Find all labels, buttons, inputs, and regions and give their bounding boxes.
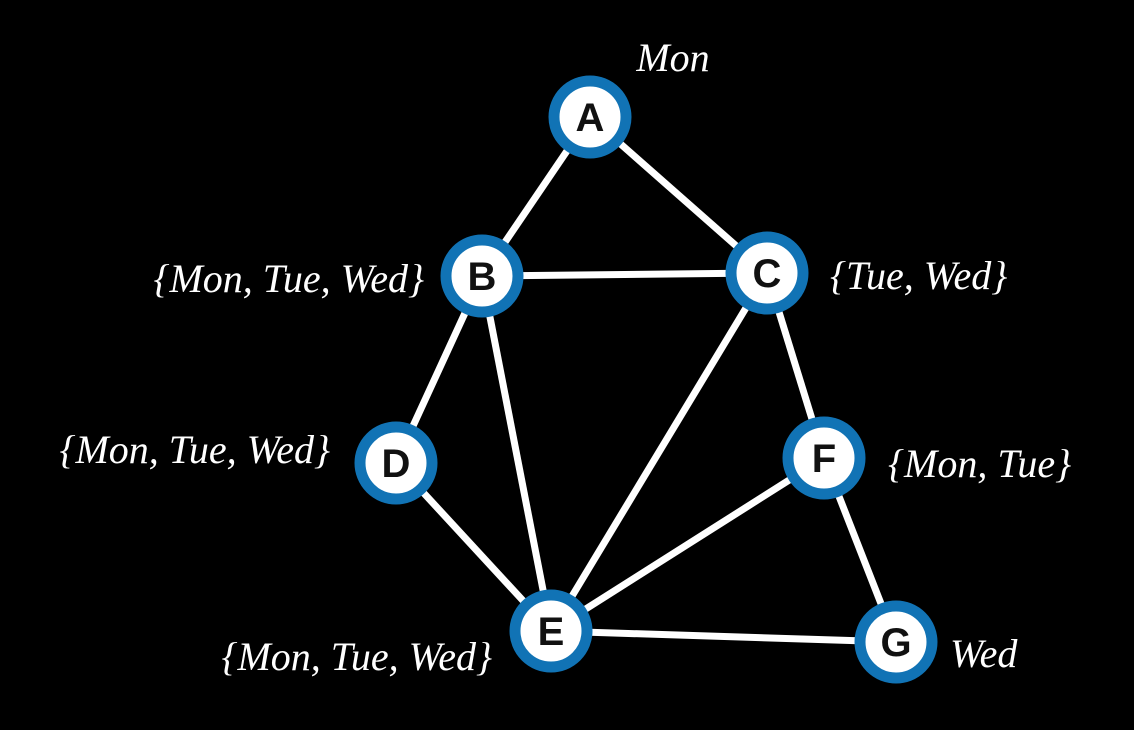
node-B-domain-label: {Mon, Tue, Wed} [153,256,424,301]
node-E-domain-label: {Mon, Tue, Wed} [221,634,492,679]
node-A-letter: A [576,96,605,140]
node-B-letter: B [468,255,497,299]
node-D-letter: D [382,442,411,486]
node-D-domain-label: {Mon, Tue, Wed} [59,427,330,472]
edge-B-C [481,269,768,280]
node-E-circle [509,589,593,673]
node-G-circle [854,600,938,684]
node-F-letter: F [812,437,836,481]
node-C-circle [725,231,809,315]
node-C-letter: C [753,252,782,296]
node-F-circle [782,416,866,500]
node-B-circle [440,234,524,318]
node-G-domain-label: Wed [950,631,1018,676]
edge-E-G [550,627,897,646]
edge-E-F [549,455,826,634]
edge-B-E [478,275,555,632]
node-A-circle [548,75,632,159]
node-D-circle [354,421,438,505]
node-G-letter: G [880,621,911,665]
node-A-domain-label: Mon [635,35,709,80]
edge-C-E [548,271,770,633]
node-F-domain-label: {Mon, Tue} [888,441,1071,486]
node-C-domain-label: {Tue, Wed} [830,253,1007,298]
node-E-letter: E [538,610,565,654]
